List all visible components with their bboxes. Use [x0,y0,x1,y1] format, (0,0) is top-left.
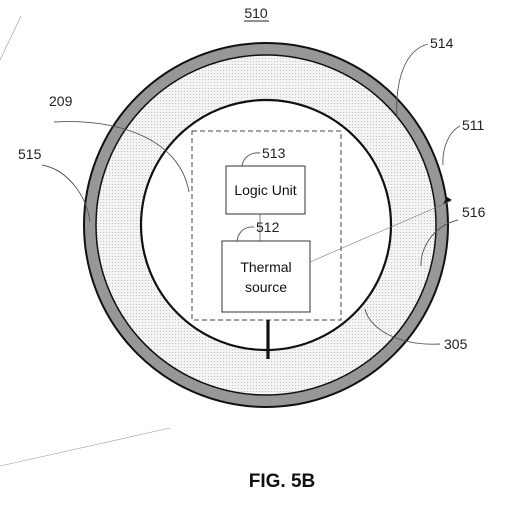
stray-line-bottom-left [0,427,171,467]
ref-inner-circle: 305 [444,336,468,352]
leader-outer-ring [396,43,429,119]
ref-outer-ring-edge: 511 [462,117,485,133]
leader-left-ring [41,164,91,223]
stray-line-top-left [0,15,22,61]
leader-inner-circle [364,308,441,345]
ref-logic-unit: 513 [262,145,286,161]
thermal-source-box [221,240,311,313]
ref-outer-ring: 514 [430,35,454,51]
arrowhead-icon [443,197,452,204]
leader-outer-ring-edge [442,125,461,166]
thermal-source-label-line2: source [245,279,287,295]
ref-dashed-enclosure: 209 [49,93,73,109]
thermal-path-line [309,200,452,263]
leader-thermal-source [236,226,255,242]
logic-unit-box [225,165,306,215]
thermal-source-label-line1: Thermal [240,259,291,275]
figure-caption: FIG. 5B [249,471,316,492]
ref-thermal-source: 512 [256,219,280,235]
leader-inner-region [420,219,459,267]
ref-left-ring: 515 [18,146,42,162]
ref-inner-region: 516 [462,204,486,220]
leader-dashed-enclosure [53,121,190,193]
leader-logic-unit [241,152,261,167]
inner-circle [139,98,393,352]
figure-number-label: 510 [244,5,268,21]
logic-unit-label: Logic Unit [234,182,296,198]
